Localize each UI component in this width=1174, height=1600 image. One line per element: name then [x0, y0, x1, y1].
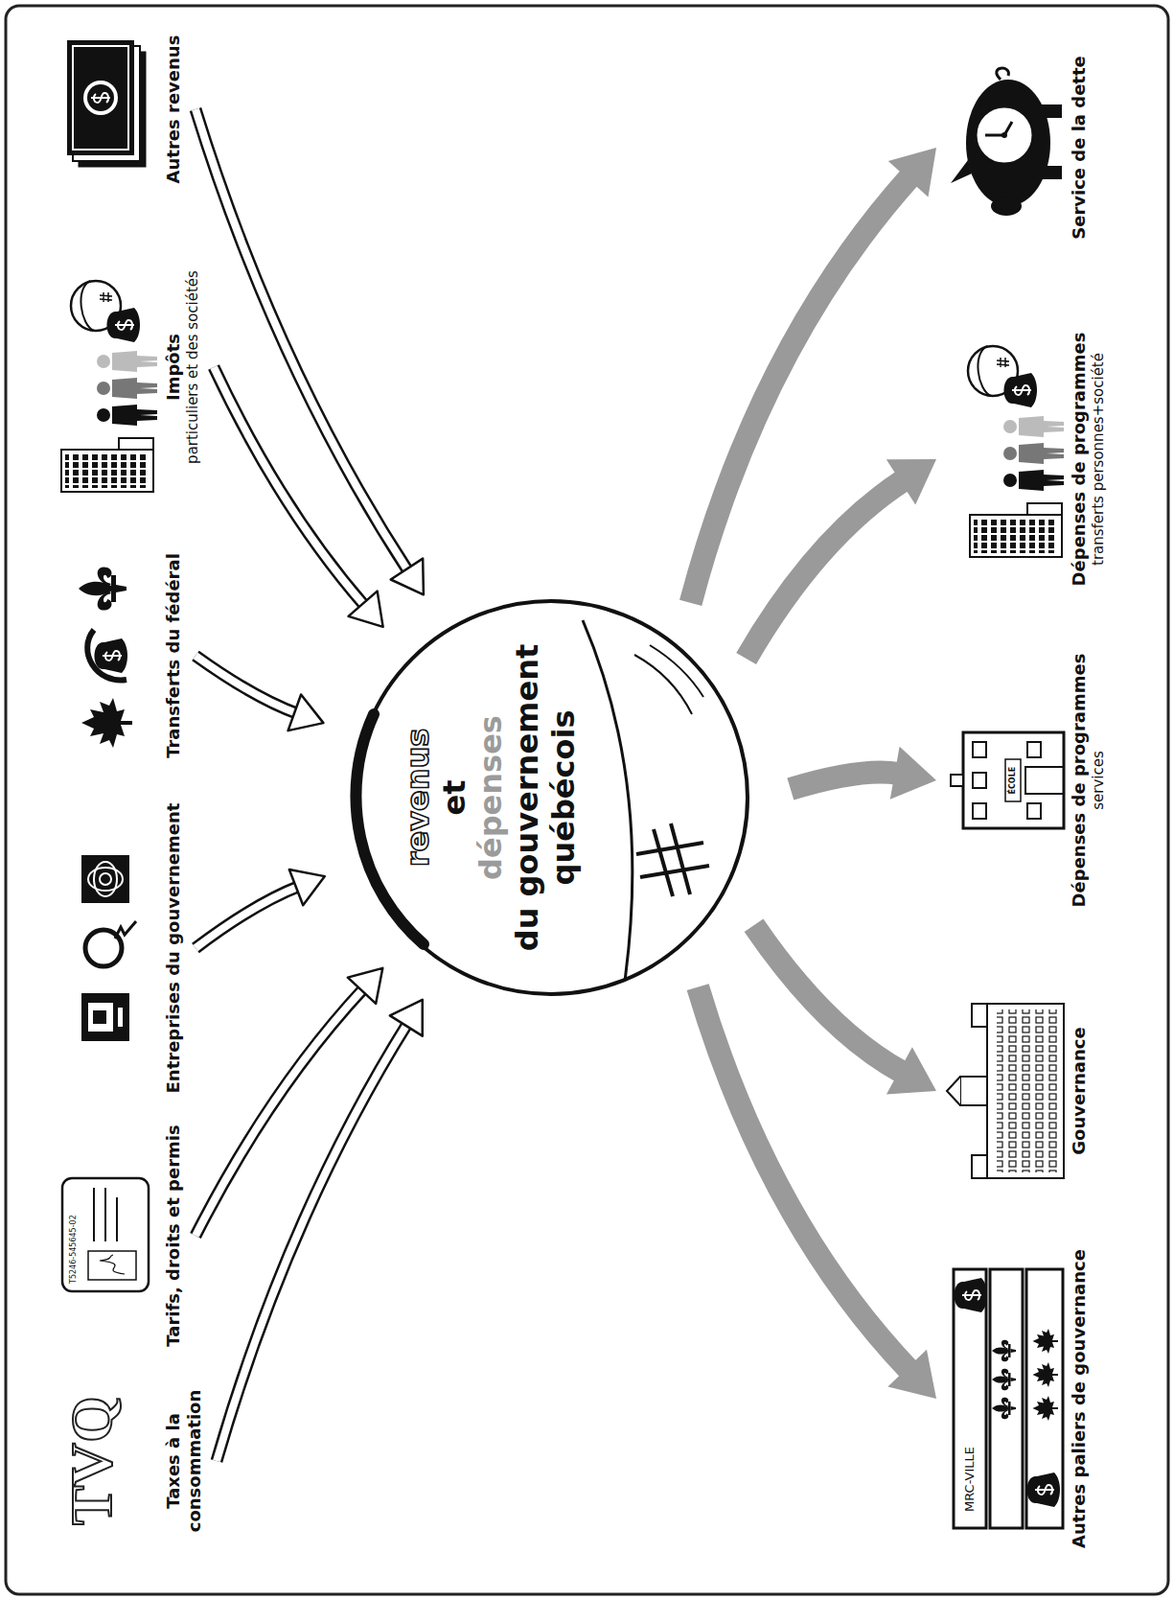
item-title: Service de la dette [1068, 32, 1090, 263]
item-title: Entreprises du gouvernement [162, 789, 185, 1106]
revenue-item: Entreprises du gouvernement [52, 789, 185, 1106]
flow-arrow [195, 869, 325, 948]
item-title: Autres revenus [162, 23, 185, 196]
page-border [5, 5, 1169, 1594]
flow-arrow [195, 967, 383, 1236]
flow-arrow [195, 655, 323, 731]
levels-icon [953, 1268, 1063, 1528]
flow-arrow [697, 987, 937, 1399]
item-subtitle: et [436, 620, 473, 975]
item-subtitle: du gouvernement québécois [508, 620, 582, 975]
item-title: Taxes à la consommation [162, 1383, 206, 1538]
item-title: revenus [399, 620, 437, 975]
school-icon [950, 732, 1064, 829]
expense-item: Service de la dette [943, 32, 1090, 263]
piggy-bank-icon [950, 68, 1062, 216]
parliament-icon [946, 1003, 1064, 1178]
flow-arrow [754, 924, 937, 1094]
sphere-text: revenusetdépensesdu gouvernement québéco… [346, 620, 582, 975]
revenue-item: Autres revenus [52, 23, 185, 196]
item-subtitle: transferts personnes+société [1089, 320, 1108, 599]
item-title: Impôts [162, 232, 185, 502]
item-title: Gouvernance [1068, 999, 1090, 1182]
company-logos [81, 854, 137, 1041]
building-sign: MRC-VILLE [961, 1446, 979, 1512]
expense-item: Gouvernance [943, 999, 1090, 1182]
item-title: Tarifs, droits et permis [162, 1096, 185, 1375]
expense-item: Dépenses de programmesservices [943, 645, 1108, 915]
tax-icons [61, 280, 158, 492]
item-subtitle: services [1089, 645, 1108, 915]
expense-item: Autres paliers de gouvernance [943, 1230, 1090, 1566]
card-number: T5246-545645-02 [69, 1214, 79, 1284]
flow-arrow [746, 459, 937, 659]
flow-arrow [790, 746, 937, 800]
expense-item: Dépenses de programmestransferts personn… [943, 320, 1108, 599]
item-title: Transferts du fédéral [162, 530, 185, 781]
item-title: Autres paliers de gouvernance [1068, 1230, 1090, 1566]
card-icon [62, 1177, 149, 1291]
item-title: Dépenses de programmes [1068, 320, 1090, 599]
school-sign: ÉCOLE [1007, 766, 1018, 795]
flow-arrow [195, 109, 424, 595]
flow-arrow [690, 147, 937, 603]
item-subtitle: dépenses [472, 620, 509, 975]
transfer-icons [967, 345, 1064, 557]
item-subtitle: particuliers et des sociétés [184, 232, 203, 502]
revenue-item: Transferts du fédéral [52, 530, 185, 781]
logo-text: TVQ [57, 1396, 125, 1525]
banknotes-icon [67, 40, 146, 167]
center-sphere: revenusetdépensesdu gouvernement québéco… [346, 593, 756, 1002]
revenue-item: Impôtsparticuliers et des sociétés [52, 232, 203, 502]
flow-arrow [216, 999, 423, 1461]
federal-icons [78, 566, 133, 748]
item-title: Dépenses de programmes [1068, 645, 1090, 915]
